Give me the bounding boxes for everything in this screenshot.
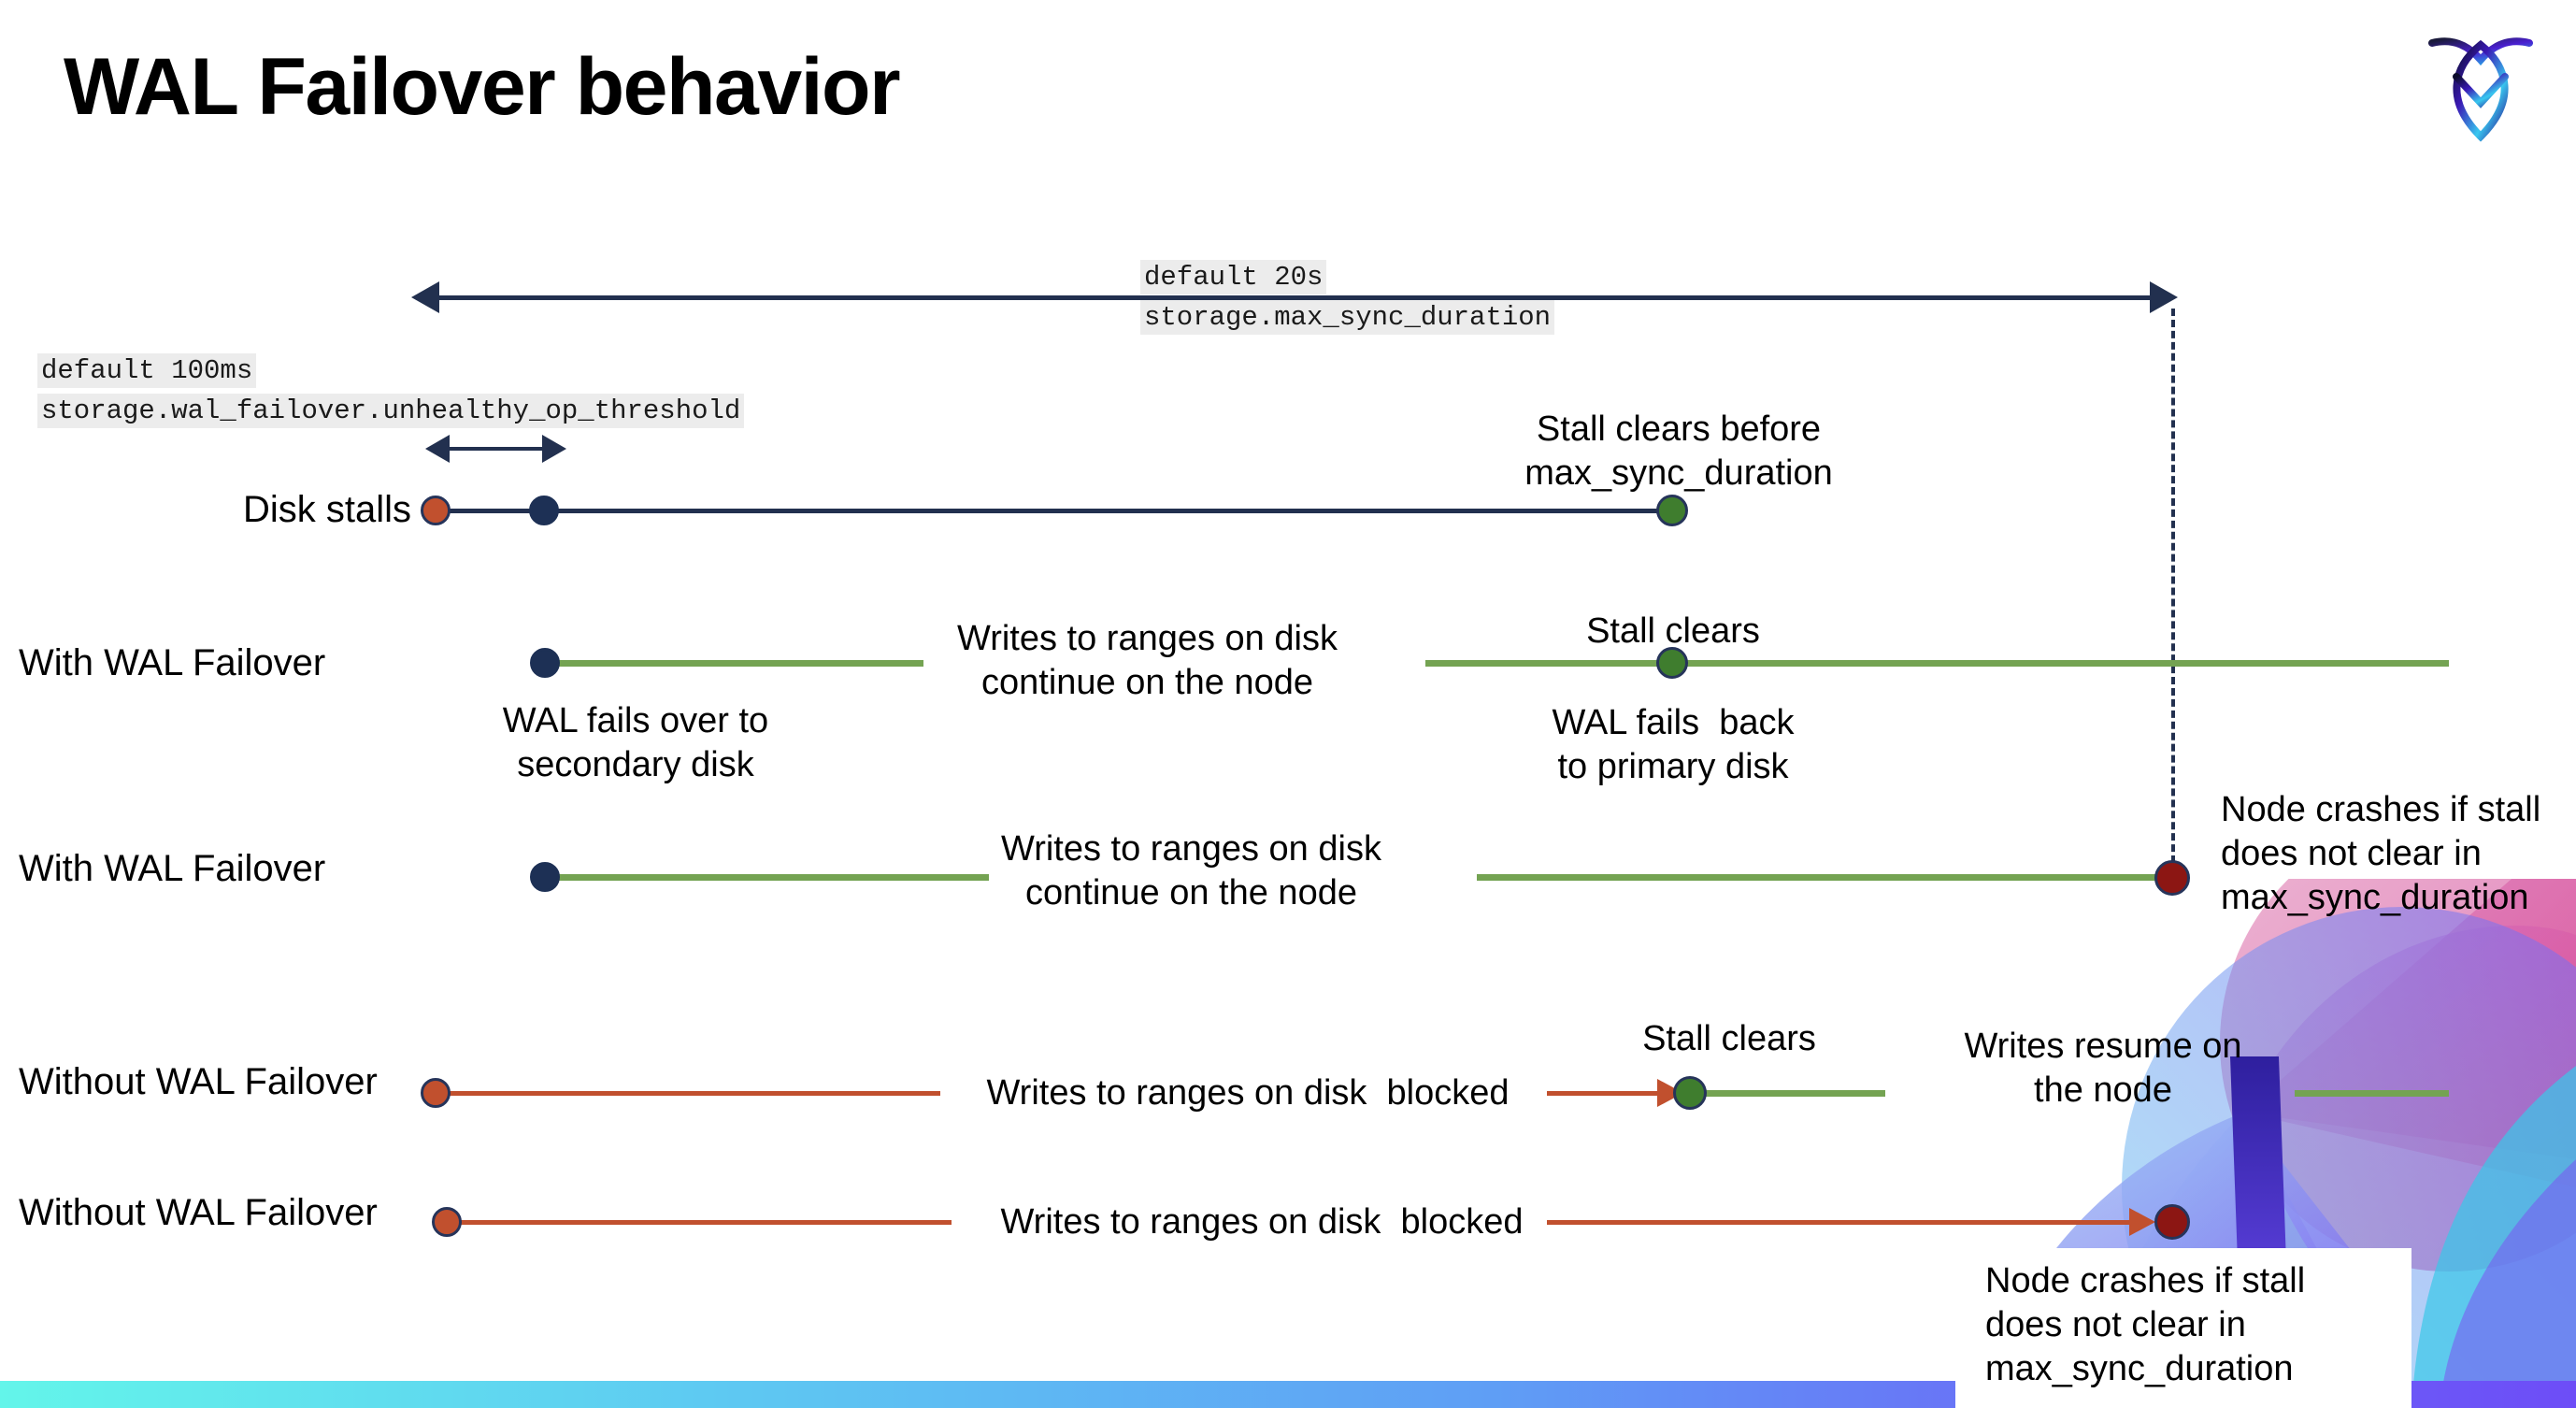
- with-wal-failover-1-clear-dot: [1656, 647, 1688, 679]
- unhealthy-op-threshold-config-label: default 100ms storage.wal_failover.unhea…: [37, 351, 745, 431]
- with-wal-failover-2-segment-right: [1477, 874, 2173, 881]
- disk-stalls-timeline: [436, 509, 1679, 513]
- annotation-node-crashes-2: Node crashes if stall does not clear in …: [1985, 1261, 2306, 1388]
- unhealthy-op-threshold-setting: storage.wal_failover.unhealthy_op_thresh…: [37, 394, 745, 428]
- unhealthy-op-threshold-right-arrowhead: [542, 435, 566, 463]
- without-wal-failover-2-segment-arrow: [1547, 1220, 2150, 1225]
- disk-stalls-threshold-dot: [529, 496, 559, 525]
- row-label-with-wal-failover-2: With WAL Failover: [19, 848, 326, 889]
- max-sync-duration-right-arrowhead: [2150, 281, 2178, 313]
- annotation-stall-clears-before-max-sync: Stall clears before max_sync_duration: [1524, 409, 1833, 493]
- annotation-wal-fails-back: WAL fails back to primary disk: [1552, 703, 1795, 786]
- annotation-writes-blocked-2: Writes to ranges on disk blocked: [1000, 1202, 1524, 1242]
- without-wal-failover-2-segment-left: [447, 1220, 952, 1225]
- without-wal-failover-2-start-dot: [432, 1207, 462, 1237]
- max-sync-duration-span-line: [439, 295, 2164, 300]
- annotation-stall-clears-1: Stall clears: [1586, 611, 1760, 651]
- row-label-without-wal-failover-2: Without WAL Failover: [19, 1192, 378, 1233]
- annotation-wal-fails-over: WAL fails over to secondary disk: [502, 701, 769, 784]
- without-wal-failover-2-arrowhead: [2129, 1208, 2155, 1236]
- max-sync-duration-setting: storage.max_sync_duration: [1140, 300, 1555, 335]
- without-wal-failover-1-segment-green-far: [2295, 1090, 2449, 1097]
- max-sync-duration-default: default 20s: [1140, 260, 1327, 295]
- node-crash-callout-box: Node crashes if stall does not clear in …: [1955, 1248, 2411, 1408]
- without-wal-failover-1-segment-left: [436, 1091, 940, 1096]
- with-wal-failover-2-failover-dot: [530, 862, 560, 892]
- row-label-without-wal-failover-1: Without WAL Failover: [19, 1061, 378, 1102]
- max-sync-duration-config-label: default 20s storage.max_sync_duration: [1140, 257, 1555, 338]
- disk-stalls-clear-dot: [1656, 495, 1688, 526]
- with-wal-failover-2-segment-left: [545, 874, 989, 881]
- max-sync-duration-left-arrowhead: [411, 281, 439, 313]
- without-wal-failover-1-segment-arrow: [1547, 1091, 1678, 1096]
- without-wal-failover-1-clear-dot: [1673, 1076, 1707, 1110]
- unhealthy-op-threshold-default: default 100ms: [37, 353, 257, 388]
- row-label-disk-stalls: Disk stalls: [242, 489, 411, 530]
- annotation-stall-clears-2: Stall clears: [1642, 1019, 1816, 1058]
- without-wal-failover-2-crash-dot: [2154, 1204, 2190, 1240]
- unhealthy-op-threshold-left-arrowhead: [425, 435, 450, 463]
- page-title: WAL Failover behavior: [64, 42, 901, 132]
- without-wal-failover-1-start-dot: [421, 1078, 451, 1108]
- disk-stalls-start-dot: [421, 496, 451, 525]
- cockroachdb-logo-icon: [2419, 22, 2542, 144]
- annotation-writes-resume: Writes resume on the node: [1964, 1027, 2242, 1110]
- with-wal-failover-1-segment-left: [545, 660, 923, 667]
- with-wal-failover-1-segment-right: [1425, 660, 2449, 667]
- annotation-writes-blocked-1: Writes to ranges on disk blocked: [986, 1073, 1510, 1113]
- unhealthy-op-threshold-span-line: [447, 447, 550, 451]
- max-sync-duration-dropline: [2171, 309, 2175, 874]
- annotation-writes-continue-1: Writes to ranges on disk continue on the…: [957, 619, 1338, 702]
- without-wal-failover-1-segment-green: [1694, 1090, 1885, 1097]
- with-wal-failover-1-failover-dot: [530, 648, 560, 678]
- annotation-writes-continue-2: Writes to ranges on disk continue on the…: [1001, 829, 1381, 912]
- row-label-with-wal-failover-1: With WAL Failover: [19, 642, 326, 683]
- annotation-node-crashes-1: Node crashes if stall does not clear in …: [2221, 790, 2541, 917]
- with-wal-failover-2-crash-dot: [2154, 860, 2190, 896]
